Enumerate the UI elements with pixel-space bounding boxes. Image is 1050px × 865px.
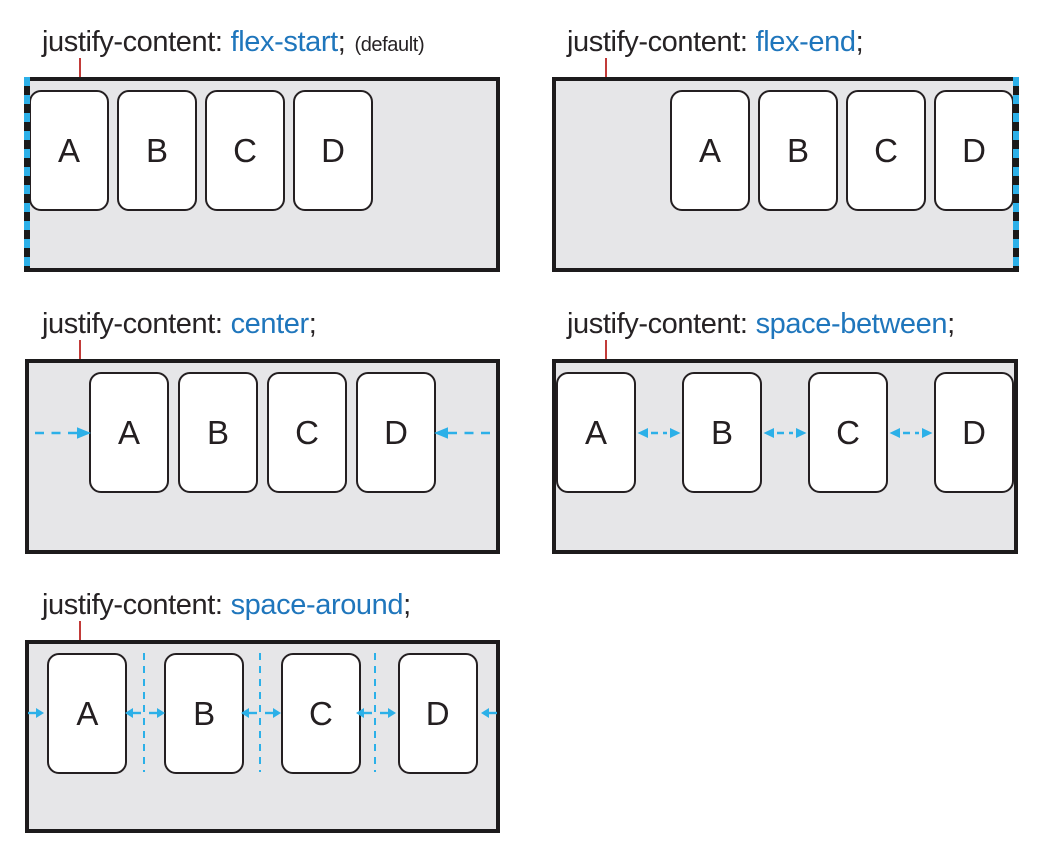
arrow-left-icon xyxy=(481,707,497,719)
item-label: A xyxy=(117,413,140,451)
flex-row: A B C D xyxy=(556,363,1014,550)
item-label: D xyxy=(962,131,986,169)
item-label: A xyxy=(584,413,607,451)
flex-item-d: D xyxy=(934,372,1014,493)
item-label: B xyxy=(710,413,733,451)
item-label: C xyxy=(836,413,860,451)
flex-item-b: B xyxy=(758,90,838,211)
flex-container-space-between: A B C D xyxy=(552,359,1018,554)
arrow-right-icon xyxy=(380,707,396,719)
arrow-right-icon xyxy=(265,707,281,719)
flex-item-d: D xyxy=(356,372,436,493)
item-label: A xyxy=(57,131,80,169)
gap-divider xyxy=(374,653,376,772)
item-label: B xyxy=(786,131,809,169)
flex-row: A B C D xyxy=(29,81,496,268)
property-name: justify-content: xyxy=(567,308,748,340)
callout-tick xyxy=(79,621,81,647)
flex-item-b: B xyxy=(178,372,258,493)
item-label: B xyxy=(206,413,229,451)
flex-item-d: D xyxy=(397,653,478,774)
flex-item-c: C xyxy=(846,90,926,211)
callout-tick xyxy=(79,58,81,83)
flex-item-b: B xyxy=(682,372,762,493)
callout-tick xyxy=(79,340,81,365)
item-label: B xyxy=(193,694,216,732)
item-label: C xyxy=(295,413,319,451)
flex-row: A B C D xyxy=(556,81,1014,268)
flex-container-flex-end: A B C D xyxy=(552,77,1019,272)
callout-tick xyxy=(605,340,607,365)
start-edge-highlight xyxy=(24,77,30,272)
arrow-left-icon xyxy=(356,707,372,719)
flex-container-space-around: A B C D xyxy=(25,640,500,833)
arrow-right-icon xyxy=(28,707,44,719)
callout-tick xyxy=(605,58,607,83)
gap-divider xyxy=(259,653,261,772)
end-edge-highlight xyxy=(1013,77,1019,272)
flex-item-c: C xyxy=(267,372,347,493)
flex-item-d: D xyxy=(293,90,373,211)
property-name: justify-content: xyxy=(42,26,223,58)
flex-item-d: D xyxy=(934,90,1014,211)
arrow-left-icon xyxy=(241,707,257,719)
item-label: C xyxy=(874,131,898,169)
default-note: (default) xyxy=(354,34,425,56)
flex-row: A B C D xyxy=(29,363,496,550)
property-value: space-between xyxy=(755,308,948,340)
semicolon: ; xyxy=(337,26,346,58)
flex-item-b: B xyxy=(164,653,245,774)
dashed-arrow-right-icon xyxy=(35,426,92,440)
flex-item-a: A xyxy=(29,90,109,211)
panel-title-flex-end: justify-content:flex-end; xyxy=(567,24,864,60)
item-label: B xyxy=(145,131,168,169)
property-name: justify-content: xyxy=(42,589,223,621)
property-value: flex-start xyxy=(230,26,339,58)
semicolon: ; xyxy=(403,589,411,621)
item-label: A xyxy=(76,694,99,732)
item-label: C xyxy=(233,131,257,169)
flex-item-c: C xyxy=(280,653,361,774)
semicolon: ; xyxy=(855,26,864,58)
item-label: D xyxy=(384,413,408,451)
double-dashed-arrow-icon xyxy=(637,426,681,440)
panel-title-space-between: justify-content:space-between; xyxy=(567,306,955,342)
property-name: justify-content: xyxy=(567,26,748,58)
property-value: center xyxy=(230,308,310,340)
double-dashed-arrow-icon xyxy=(763,426,807,440)
item-label: D xyxy=(321,131,345,169)
item-label: D xyxy=(425,694,450,732)
flex-item-a: A xyxy=(556,372,636,493)
flex-item-a: A xyxy=(47,653,128,774)
item-label: D xyxy=(962,413,986,451)
arrow-left-icon xyxy=(125,707,141,719)
panel-title-flex-start: justify-content:flex-start; (default) xyxy=(42,24,425,63)
flex-item-c: C xyxy=(205,90,285,211)
item-label: A xyxy=(698,131,721,169)
panel-title-space-around: justify-content:space-around; xyxy=(42,587,411,623)
flex-container-center: A B C D xyxy=(25,359,500,554)
semicolon: ; xyxy=(308,308,317,340)
arrow-right-icon xyxy=(149,707,165,719)
double-dashed-arrow-icon xyxy=(889,426,933,440)
flex-row: A B C D xyxy=(29,644,496,829)
flex-item-a: A xyxy=(670,90,750,211)
item-label: C xyxy=(308,694,333,732)
flex-item-b: B xyxy=(117,90,197,211)
property-name: justify-content: xyxy=(42,308,223,340)
panel-title-center: justify-content:center; xyxy=(42,306,317,342)
property-value: space-around xyxy=(230,589,404,621)
dashed-arrow-left-icon xyxy=(433,426,490,440)
flex-item-a: A xyxy=(89,372,169,493)
flex-item-c: C xyxy=(808,372,888,493)
flex-container-flex-start: A B C D xyxy=(24,77,500,272)
gap-divider xyxy=(143,653,145,772)
property-value: flex-end xyxy=(755,26,856,58)
semicolon: ; xyxy=(947,308,955,340)
